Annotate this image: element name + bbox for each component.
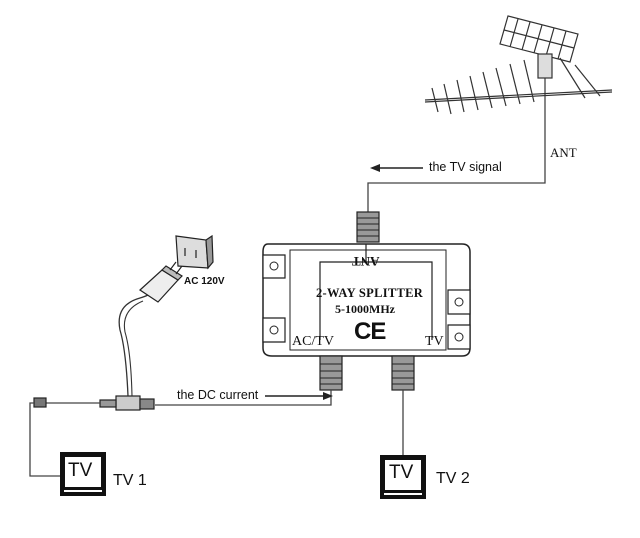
tv2-screen-text: TV (389, 462, 414, 483)
signal-label: the TV signal (429, 160, 502, 174)
signal-arrow (370, 164, 423, 172)
splitter-device (262, 211, 471, 391)
ce-mark: CE (354, 318, 386, 345)
splitter-title: 2-WAY SPLITTER (316, 286, 424, 300)
splitter-frequency: 5-1000MHz (335, 302, 395, 316)
adapter-cord (118, 291, 153, 397)
splitter-top-port-label: ANT (352, 254, 380, 269)
tv1-icon (60, 452, 106, 496)
dc-current-label: the DC current (177, 388, 259, 402)
tv1-label: TV 1 (113, 472, 147, 489)
splitter-right-port-label: TV (425, 334, 444, 349)
power-inserter (33, 395, 155, 411)
actv-cable (155, 390, 332, 406)
dc-arrow (265, 392, 333, 400)
tv2-icon (380, 455, 426, 499)
wall-outlet-icon (175, 234, 214, 270)
wall-adapter-icon (139, 261, 183, 303)
antenna-label: ANT (550, 145, 577, 160)
splitter-left-port-label: AC/TV (292, 334, 334, 349)
tv1-screen-text: TV (68, 460, 93, 481)
antenna-cable (367, 100, 546, 212)
tv2-label: TV 2 (436, 470, 470, 487)
antenna-icon (424, 15, 613, 115)
tv1-cable (29, 402, 60, 477)
adapter-voltage-label: AC 120V (184, 276, 225, 287)
